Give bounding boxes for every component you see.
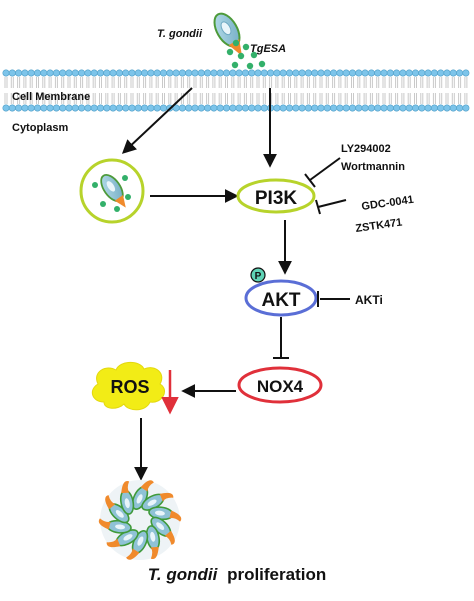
cell-membrane-label: Cell Membrane: [12, 91, 90, 103]
nox4-node: NOX4: [237, 366, 323, 404]
cell-membrane: [2, 69, 470, 112]
pi3k-label: PI3K: [255, 188, 298, 209]
inhibitor-akti: AKTi: [355, 293, 383, 307]
inhibition-bar-ly294002: [304, 173, 316, 188]
inhibitor-wortmannin: Wortmannin: [341, 161, 405, 173]
organism-label: T. gondii: [157, 28, 203, 40]
proliferation-word: proliferation: [227, 565, 326, 584]
inhibition-line-gdc: [317, 199, 347, 208]
vesicle-icon: [79, 158, 145, 224]
pi3k-node: PI3K: [236, 178, 316, 214]
akt-label: AKT: [261, 290, 300, 311]
proliferation-label: T. gondii proliferation: [148, 565, 326, 584]
inhibitor-gdc-0041: GDC-0041: [361, 194, 415, 213]
parasite-rosette-icon: [98, 480, 182, 560]
tgesa-label: TgESA: [250, 43, 286, 55]
cytoplasm-label: Cytoplasm: [12, 122, 68, 134]
phospho-label: P: [255, 271, 262, 282]
ros-label: ROS: [110, 377, 149, 397]
nox4-label: NOX4: [257, 377, 304, 396]
akt-node: AKT: [244, 279, 318, 317]
inhibitor-zstk471: ZSTK471: [355, 217, 403, 235]
inhibition-bar-gdc: [315, 199, 321, 215]
arrow-endocytosis: [121, 87, 193, 154]
inhibitor-ly294002: LY294002: [341, 143, 391, 155]
inhibition-line-ly294002: [309, 157, 341, 181]
proliferation-organism: T. gondii: [148, 565, 219, 584]
ros-cloud: ROS: [91, 361, 165, 411]
phospho-badge: P: [250, 267, 266, 283]
antigen-dots: [226, 39, 266, 70]
